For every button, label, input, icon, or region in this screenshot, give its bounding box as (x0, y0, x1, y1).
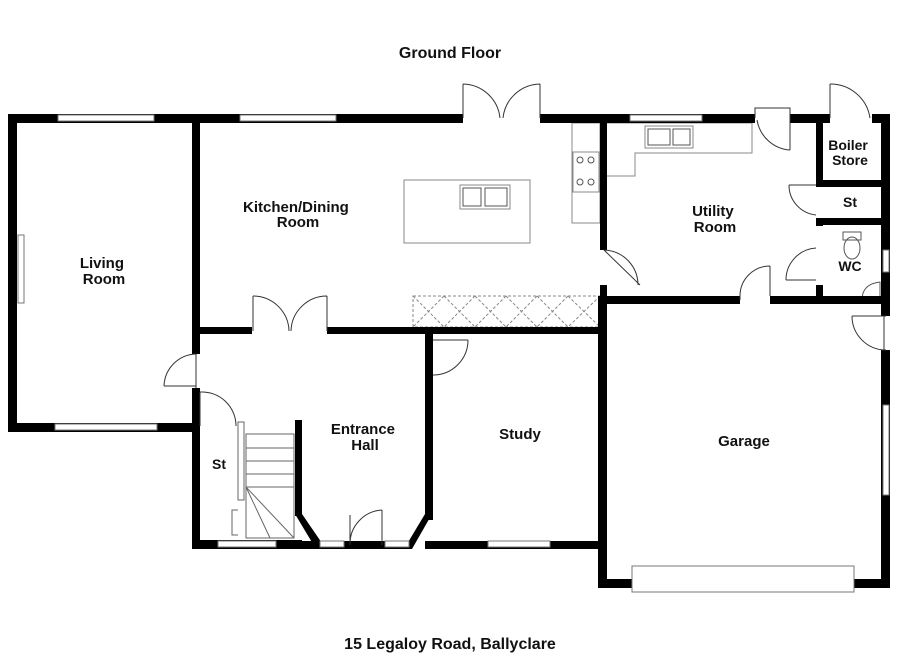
kitchen-island (403, 179, 531, 244)
room-label-study: Study (499, 426, 541, 443)
room-label-garage: Garage (718, 433, 770, 450)
floor-title: Ground Floor (398, 45, 502, 62)
room-label-st-utility: St (843, 194, 857, 210)
room-label-boiler-store: Boiler Store (828, 137, 872, 168)
doors (163, 83, 887, 546)
property-address: 15 Legaloy Road, Ballyclare (344, 636, 556, 653)
windows (17, 114, 890, 593)
room-label-st-hall: St (212, 456, 226, 472)
room-label-wc: WC (838, 258, 861, 274)
room-label-utility: Utility Room (692, 203, 738, 236)
kitchen-counter (571, 122, 601, 224)
kitchen-units (412, 295, 601, 328)
room-label-entrance-hall: Entrance Hall (331, 421, 399, 454)
staircase (231, 421, 295, 539)
room-label-living: Living Room (80, 255, 128, 288)
utility-counter (605, 122, 753, 177)
room-label-kitchen-dining: Kitchen/Dining Room (243, 199, 353, 231)
